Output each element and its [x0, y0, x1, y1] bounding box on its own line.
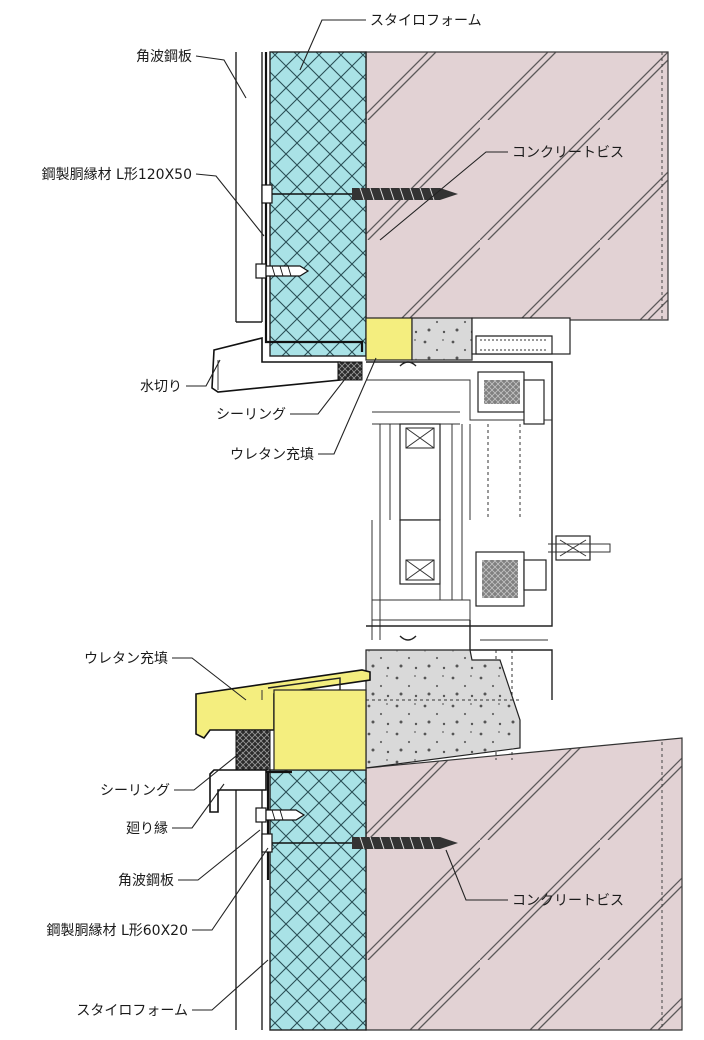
sealing-sill: [235, 729, 271, 771]
small-screw-upper: [255, 263, 310, 279]
leader-lines: [172, 19, 508, 1011]
corrugated-steel-upper: [235, 52, 263, 323]
sill-concrete: [330, 649, 521, 769]
styrofoam-lower: [269, 769, 367, 1031]
label-styrofoam-top: スタイロフォーム: [370, 13, 482, 29]
concrete-wall-upper: [365, 51, 669, 321]
concrete-screw-lower: [261, 833, 458, 853]
label-concrete-screw-bottom: コンクリートビス: [512, 893, 624, 909]
label-trim: 廻り縁: [126, 821, 168, 837]
concrete-wall-lower: [365, 737, 683, 1031]
window-frame-sill: [366, 519, 611, 760]
label-concrete-screw-top: コンクリートビス: [512, 145, 624, 161]
urethane-fill-sill: [273, 689, 367, 771]
urethane-fill-head: [365, 317, 413, 361]
corrugated-steel-lower: [235, 790, 263, 1030]
label-urethane-bottom: ウレタン充填: [84, 651, 168, 667]
styrofoam-upper: [269, 51, 367, 357]
trim-angle: [209, 769, 267, 813]
label-flashing: 水切り: [140, 379, 182, 395]
sealing-head: [337, 361, 363, 381]
label-steel-furring-bottom: 鋼製胴縁材 L形60X20: [47, 923, 188, 939]
label-corrugated-steel-bottom: 角波鋼板: [118, 873, 174, 889]
label-sealing-top: シーリング: [216, 407, 286, 423]
label-corrugated-steel-top: 角波鋼板: [136, 49, 192, 65]
steel-furring-lower: [264, 770, 292, 880]
label-sealing-bottom: シーリング: [100, 783, 170, 799]
label-steel-furring-top: 鋼製胴縁材 L形120X50: [42, 167, 192, 183]
label-styrofoam-bottom: スタイロフォーム: [76, 1003, 188, 1019]
window-frame-head: [366, 335, 553, 521]
small-screw-lower: [255, 807, 306, 823]
label-urethane-top: ウレタン充填: [230, 447, 314, 463]
